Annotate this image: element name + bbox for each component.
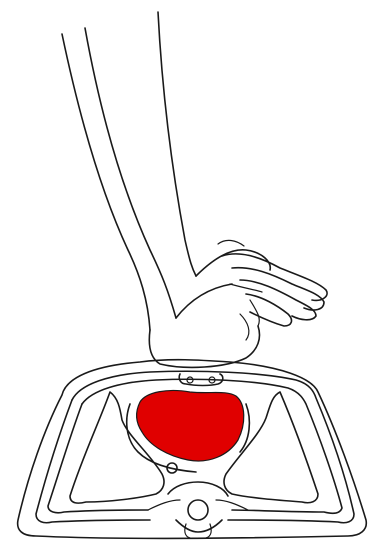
arm-outline-left [62,34,150,330]
vertebral-body [188,500,208,520]
spinous-left [185,524,190,538]
finger-2 [232,268,324,310]
rib-outline-left-1 [36,400,150,523]
rib-joint-left [148,500,180,510]
hand-thumb-base [176,284,232,318]
thumb-line [230,284,262,292]
vertebra-top [168,482,228,496]
finger-3 [240,280,316,320]
heart [137,390,244,461]
hands [149,240,327,367]
knuckle-1 [218,240,244,246]
vertebra-arch [176,520,222,532]
finger-4 [246,294,291,326]
palm-crease-2 [240,314,249,340]
rib-outline-left-2 [48,404,148,513]
chest-cross-section [18,360,367,539]
arm-outline-right [158,12,196,276]
rib-joint-right [216,500,248,510]
finger-1 [222,254,327,300]
arm [62,12,196,330]
